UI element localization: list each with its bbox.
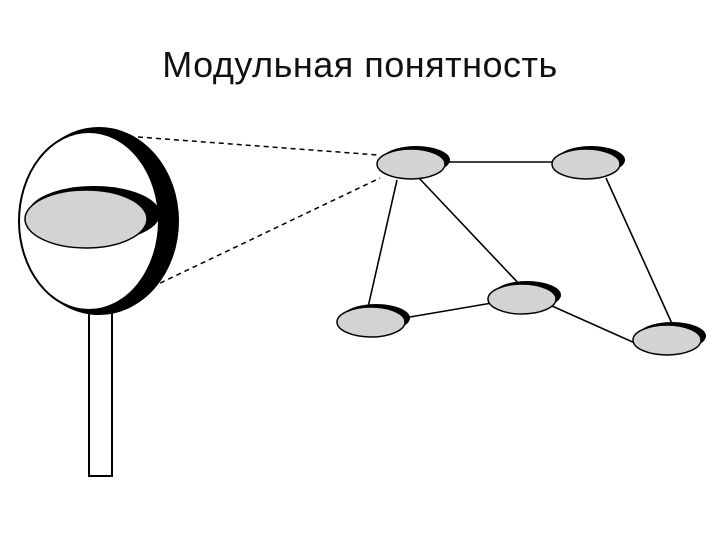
graph-node-4 <box>487 281 561 315</box>
edge <box>551 305 638 345</box>
magnified-module <box>24 189 148 249</box>
projection-lines <box>137 136 381 288</box>
node <box>551 148 621 180</box>
graph-node-3 <box>336 304 410 338</box>
graph-edges <box>365 161 675 345</box>
graph-node-2 <box>551 146 625 180</box>
graph-node-5 <box>632 322 706 356</box>
magnifying-glass-icon <box>18 127 179 477</box>
node <box>632 324 702 356</box>
graph-node-1 <box>376 146 450 180</box>
slide-title: Модульная понятность <box>162 44 558 85</box>
edge <box>365 179 398 317</box>
node <box>487 283 557 315</box>
projection-line-bottom <box>151 177 381 288</box>
edge <box>417 176 523 288</box>
projection-line-top <box>137 136 379 156</box>
edge <box>403 302 493 319</box>
magnifier-handle <box>88 307 113 477</box>
edge <box>605 177 675 329</box>
node <box>336 306 406 338</box>
node <box>376 148 446 180</box>
